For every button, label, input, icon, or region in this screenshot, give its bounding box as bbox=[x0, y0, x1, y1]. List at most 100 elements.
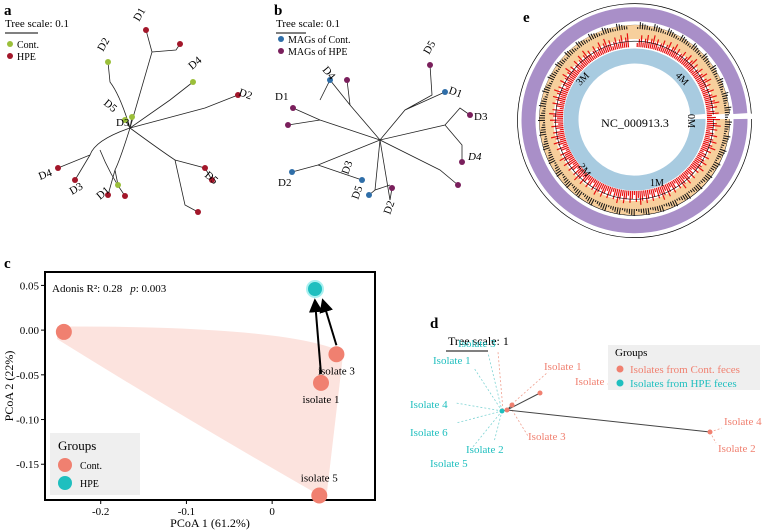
gc-bar bbox=[666, 183, 672, 193]
gc-bar bbox=[593, 181, 602, 195]
panel-b-tip bbox=[459, 159, 465, 165]
panel-a-tree-branches bbox=[57, 29, 239, 213]
skew-bar bbox=[722, 97, 728, 100]
gc-bar bbox=[680, 56, 688, 65]
skew-bar bbox=[541, 100, 547, 103]
panel-a-tip-label: D5 bbox=[202, 169, 220, 187]
skew-bar bbox=[604, 27, 607, 34]
gc-bar bbox=[572, 164, 580, 171]
skew-bar bbox=[723, 99, 728, 102]
panel-b-legend-dot-hpe bbox=[278, 48, 284, 54]
skew-bar bbox=[562, 175, 566, 179]
skew-bar bbox=[716, 77, 724, 82]
skew-bar bbox=[540, 129, 546, 131]
skew-bar bbox=[672, 200, 676, 207]
gc-bar bbox=[664, 184, 671, 197]
gc-bar bbox=[685, 169, 696, 179]
gc-bar bbox=[705, 129, 711, 132]
panel-a-tip bbox=[129, 114, 135, 120]
skew-bar bbox=[590, 198, 595, 206]
gc-bar bbox=[612, 188, 617, 200]
gc-bar bbox=[573, 166, 583, 176]
legend-marker-cont bbox=[58, 458, 72, 472]
skew-bar bbox=[665, 203, 668, 207]
skew-bar bbox=[662, 30, 665, 34]
gc-bar bbox=[706, 124, 721, 127]
skew-bar bbox=[545, 86, 551, 89]
skew-bar bbox=[548, 151, 552, 154]
panel-b-tip-label: D3 bbox=[474, 111, 488, 123]
panel-d-node-cont bbox=[509, 402, 515, 408]
panel-a-tip bbox=[235, 92, 241, 98]
panel-a-tip-label: D4 bbox=[186, 54, 204, 72]
gc-bar bbox=[700, 83, 711, 90]
panel-d-branches bbox=[501, 392, 711, 433]
gc-bar bbox=[644, 190, 648, 204]
panel-a-tip bbox=[202, 165, 208, 171]
legend-label-hpe: HPE bbox=[80, 479, 99, 490]
panel-b-tip bbox=[327, 77, 333, 83]
skew-bar bbox=[661, 204, 665, 212]
skew-bar bbox=[679, 34, 684, 42]
panel-b-tip bbox=[359, 177, 365, 183]
gc-bar bbox=[705, 100, 716, 104]
gc-bar bbox=[684, 170, 689, 175]
panel-a-tip bbox=[190, 79, 196, 85]
gc-bar bbox=[650, 189, 655, 202]
gc-bar bbox=[659, 186, 666, 200]
gc-bar bbox=[556, 144, 569, 151]
gc-bar bbox=[552, 95, 566, 101]
gc-bar bbox=[657, 187, 661, 195]
skew-bar bbox=[615, 23, 619, 31]
skew-bar bbox=[547, 76, 555, 81]
skew-bar bbox=[574, 48, 577, 52]
skew-bar bbox=[695, 185, 701, 191]
gc-bar bbox=[620, 35, 624, 49]
gc-bar bbox=[695, 157, 707, 166]
gc-bar bbox=[594, 181, 600, 188]
skew-bar bbox=[686, 192, 691, 199]
skew-bar bbox=[691, 188, 696, 192]
gc-bar bbox=[694, 73, 703, 80]
panel-a-letter: a bbox=[4, 3, 12, 19]
gc-bar bbox=[661, 185, 666, 196]
gc-bar bbox=[705, 133, 718, 138]
gc-bar bbox=[706, 122, 717, 125]
panel-b-legend-hpe: MAGs of HPE bbox=[288, 47, 347, 58]
panel-d-label-cont: Isolate 2 bbox=[718, 443, 756, 455]
gc-bar bbox=[693, 160, 702, 168]
gc-bar bbox=[703, 139, 717, 144]
skew-bar bbox=[580, 40, 585, 46]
skew-bar bbox=[706, 63, 710, 66]
gc-bar bbox=[603, 38, 610, 53]
skew-bar bbox=[596, 200, 599, 205]
panel-b-legend-cont: MAGs of Cont. bbox=[288, 35, 351, 46]
gc-bar bbox=[674, 55, 679, 60]
gc-bar bbox=[567, 81, 573, 85]
panel-d-legend-marker-cont bbox=[616, 365, 624, 373]
gc-bar bbox=[668, 46, 675, 56]
gc-bar bbox=[685, 60, 693, 69]
skew-bar bbox=[704, 58, 709, 63]
gc-bar bbox=[565, 148, 570, 152]
skew-bar bbox=[548, 155, 554, 159]
skew-bar bbox=[590, 33, 595, 40]
skew-bar bbox=[566, 182, 572, 189]
gc-bar bbox=[694, 159, 700, 164]
gc-bar bbox=[704, 99, 711, 102]
gc-bar bbox=[690, 163, 697, 169]
legend-title: Groups bbox=[58, 438, 96, 453]
gc-bar bbox=[597, 42, 605, 55]
gc-bar bbox=[691, 162, 704, 172]
gc-bar bbox=[625, 190, 628, 200]
gc-bar bbox=[687, 167, 694, 175]
gc-bar bbox=[572, 161, 578, 166]
skew-bar bbox=[675, 35, 678, 39]
gc-bar bbox=[576, 69, 581, 73]
skew-bar bbox=[621, 24, 623, 30]
gc-bar bbox=[558, 86, 569, 92]
skew-bar bbox=[595, 33, 599, 38]
panel-a-tip-label: D3 bbox=[116, 117, 130, 129]
gc-bar bbox=[573, 169, 585, 181]
skew-bar bbox=[683, 38, 687, 44]
